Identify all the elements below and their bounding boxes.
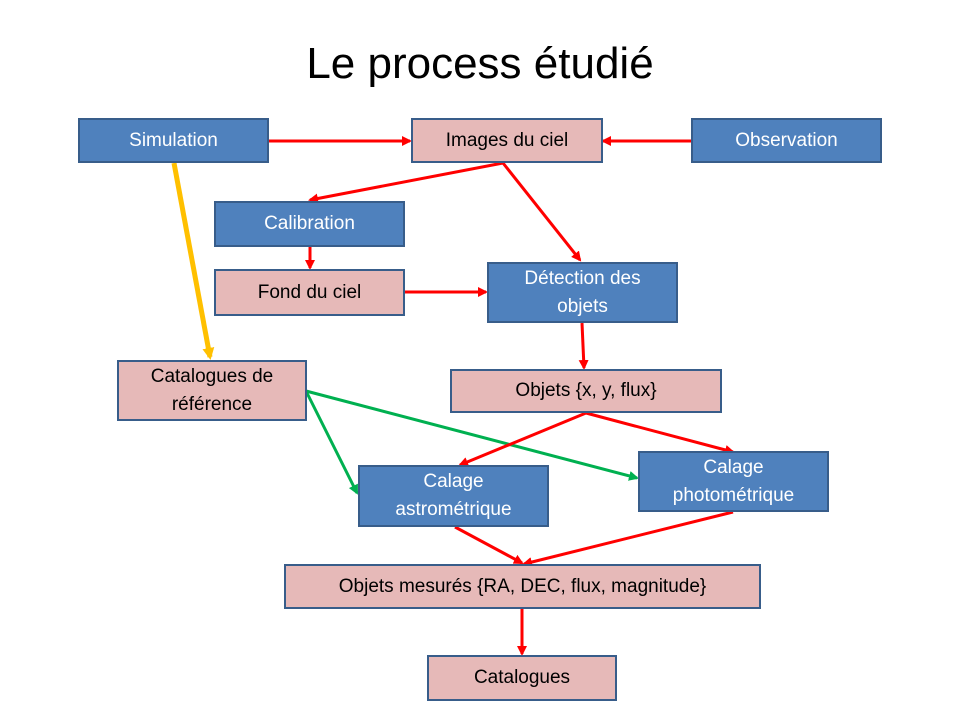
arrow-images-to-detection <box>501 162 582 262</box>
page-title: Le process étudié <box>306 39 654 88</box>
node-images-du-ciel: Images du ciel <box>411 118 603 163</box>
arrow-objets-to-astrometrique <box>458 411 587 467</box>
node-calibration: Calibration <box>214 201 405 247</box>
node-calage-astrometrique: Calage astrométrique <box>358 465 549 527</box>
arrow-images-to-calibration <box>308 161 504 204</box>
node-images-du-ciel-label: Images du ciel <box>445 129 569 151</box>
arrow-astrometrique-to-mesures <box>454 525 524 565</box>
node-objets-xy-flux-label: Objets {x, y, flux} <box>515 380 657 401</box>
node-calibration-label: Calibration <box>264 213 355 234</box>
node-objets-xy-flux: Objets {x, y, flux} <box>450 369 722 413</box>
node-calage-astrometrique-label: Calage astrométrique <box>395 471 512 520</box>
node-catalogues-de-reference-label: Catalogues de référence <box>150 365 274 415</box>
node-fond-du-ciel: Fond du ciel <box>214 269 405 316</box>
arrow-catref-to-astrometrique <box>304 390 359 495</box>
node-simulation: Simulation <box>78 118 269 163</box>
node-calage-photometrique-label: Calage photométrique <box>672 456 795 506</box>
arrow-photometrique-to-mesures <box>522 510 734 567</box>
node-objets-mesures-label: Objets mesurés {RA, DEC, flux, magnitude… <box>338 575 707 597</box>
arrow-catref-to-photometrique <box>305 389 639 481</box>
node-observation-label: Observation <box>735 129 838 151</box>
node-objets-mesures: Objets mesurés {RA, DEC, flux, magnitude… <box>284 564 761 609</box>
node-catalogues-label: Catalogues <box>473 667 571 688</box>
node-catalogues-de-reference: Catalogues de référence <box>117 360 307 421</box>
arrow-simulation-to-catalogues-ref <box>171 162 215 360</box>
arrow-detection-to-objets <box>578 322 589 370</box>
arrow-objets-to-photometrique <box>585 411 735 455</box>
node-fond-du-ciel-label: Fond du ciel <box>257 281 362 303</box>
node-detection-des-objets: Détection des objets <box>487 262 678 323</box>
node-observation: Observation <box>691 118 882 163</box>
node-calage-photometrique: Calage photométrique <box>638 451 829 512</box>
node-detection-des-objets-label: Détection des objets <box>524 267 641 317</box>
node-simulation-label: Simulation <box>129 129 218 151</box>
node-catalogues: Catalogues <box>427 655 617 701</box>
